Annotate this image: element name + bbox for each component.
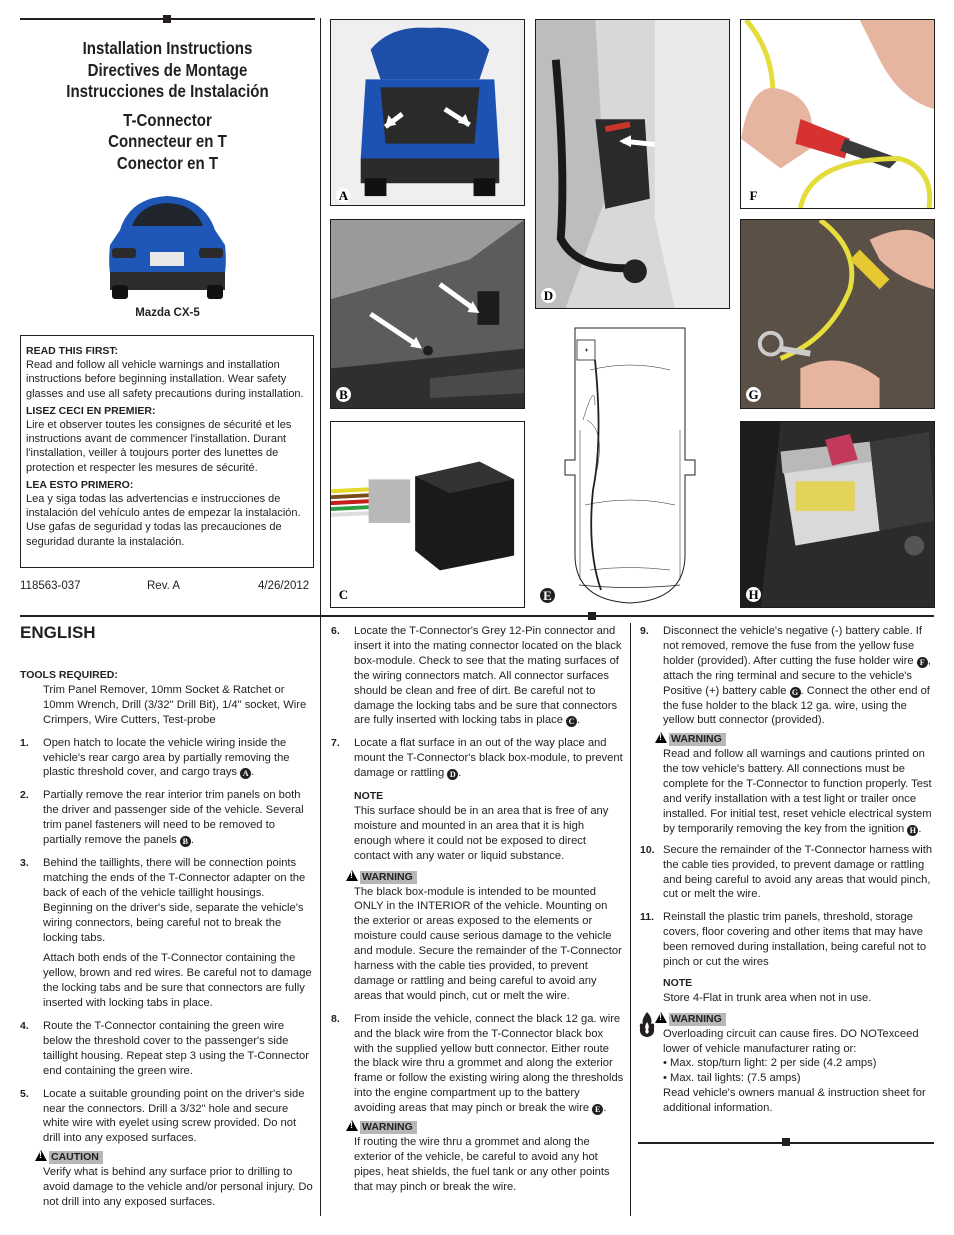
figure-badge-h: H [746,587,761,602]
read-first-text-fr: Lire et observer toutes les consignes de… [26,419,292,474]
column-divider-1 [320,18,321,1216]
doc-rev: Rev. A [147,580,181,592]
figure-ref-c: C [566,716,578,728]
rule-marker-3 [782,1138,790,1146]
product-en: T-Connector [123,109,212,130]
step-6: 6.Locate the T-Connector's Grey 12-Pin c… [331,625,622,728]
read-first-heading-fr: LISEZ CECI EN PREMIER: [26,404,156,417]
rule-marker [163,15,171,23]
rule-marker-2 [588,612,596,620]
column-divider-2 [630,623,631,1216]
figure-badge-c: C [336,587,351,602]
diagram-e-wire-route: E [535,320,730,609]
read-first-heading-en: READ THIS FIRST: [26,345,119,357]
figure-ref-g: G [789,686,801,698]
warning-fire: WARNING Overloading circuit can cause fi… [637,1011,934,1116]
vehicle-caption: Mazda CX-5 [135,307,200,319]
figure-badge-f: F [746,188,761,203]
title-en: Installation Instructions [82,38,253,58]
title-es: Instrucciones de Instalación [66,81,269,101]
step-10: 10.Secure the remainder of the T-Connect… [640,843,933,901]
warning-7: WARNING The black box-module is intended… [331,869,624,1004]
photo-g-ring-terminal: G [740,219,935,409]
photo-c-connector: C [330,421,525,608]
column-3: 9.Disconnect the vehicle's negative (-) … [637,624,934,1116]
step-5: 5.Locate a suitable grounding point on t… [20,1087,305,1145]
fire-warning-icon [637,1011,657,1038]
mid-rule [20,615,934,617]
figure-ref-h: H [907,824,919,836]
photo-b-trim-panels: B [330,219,525,409]
warning-triangle-icon [655,1011,667,1023]
step-11: 11.Reinstall the plastic trim panels, th… [640,911,927,969]
photo-d-mount-module: D [535,19,730,309]
figure-ref-b: B [179,836,191,848]
step-7: 7.Locate a flat surface in an out of the… [331,737,623,781]
note-7: NOTE This surface should be in an area t… [354,790,609,862]
warning-triangle-icon [346,1120,358,1132]
note-11: NOTE Store 4-Flat in trunk area when not… [663,976,872,1004]
doc-number: 118563-037 [20,580,81,592]
warning-9: WARNING Read and follow all warnings and… [640,732,934,836]
warning-8: WARNING If routing the wire thru a gromm… [331,1120,624,1195]
title-block: Installation Instructions Directives de … [20,38,315,174]
figure-ref-e: E [592,1104,604,1116]
read-first-text-en: Read and follow all vehicle warnings and… [26,359,304,400]
step-1: 1.Open hatch to locate the vehicle wirin… [20,736,290,780]
caution-label: CAUTION [49,1151,103,1165]
figure-ref-f: F [916,656,928,668]
read-first-heading-es: LEA ESTO PRIMERO: [26,478,134,491]
figure-badge-a: A [336,188,351,203]
step-4: 4.Route the T-Connector containing the g… [20,1020,309,1077]
step-2: 2.Partially remove the rear interior tri… [20,789,304,848]
figure-badge-g: G [746,387,761,402]
column-1: TOOLS REQUIRED: Trim Panel Remover, 10mm… [20,668,315,1210]
figure-ref-d: D [447,769,459,781]
figure-badge-d: D [541,288,556,303]
read-first-box: READ THIS FIRST: Read and follow all veh… [20,335,314,568]
product-fr: Connecteur en T [108,131,227,151]
photo-a-open-hatch: A [330,19,525,206]
vehicle-image [100,190,235,300]
tools-heading: TOOLS REQUIRED: [20,669,118,681]
figure-badge-b: B [336,387,351,402]
step-9: 9.Disconnect the vehicle's negative (-) … [640,625,931,727]
caution-text: Verify what is behind any surface prior … [43,1166,313,1208]
step-8: 8.From inside the vehicle, connect the b… [331,1012,624,1116]
step-3: 3.Behind the taillights, there will be c… [20,856,312,1010]
warning-triangle-icon [35,1150,47,1162]
title-fr: Directives de Montage [87,59,248,80]
tools-text: Trim Panel Remover, 10mm Socket & Ratche… [43,683,307,726]
warning-triangle-icon [655,732,667,744]
language-heading: ENGLISH [20,623,96,642]
warning-triangle-icon [346,869,358,881]
column-2: 6.Locate the T-Connector's Grey 12-Pin c… [331,624,624,1195]
product-es: Conector en T [116,152,219,173]
caution-block: CAUTION Verify what is behind any surfac… [20,1150,315,1210]
doc-date: 4/26/2012 [258,580,310,592]
figure-ref-a: A [240,768,252,780]
photo-f-cut-wire: F [740,19,935,209]
figure-badge-e: E [540,588,555,603]
photo-h-battery: H [740,421,935,608]
read-first-text-es: Lea y siga todas las advertencias e inst… [26,493,301,548]
